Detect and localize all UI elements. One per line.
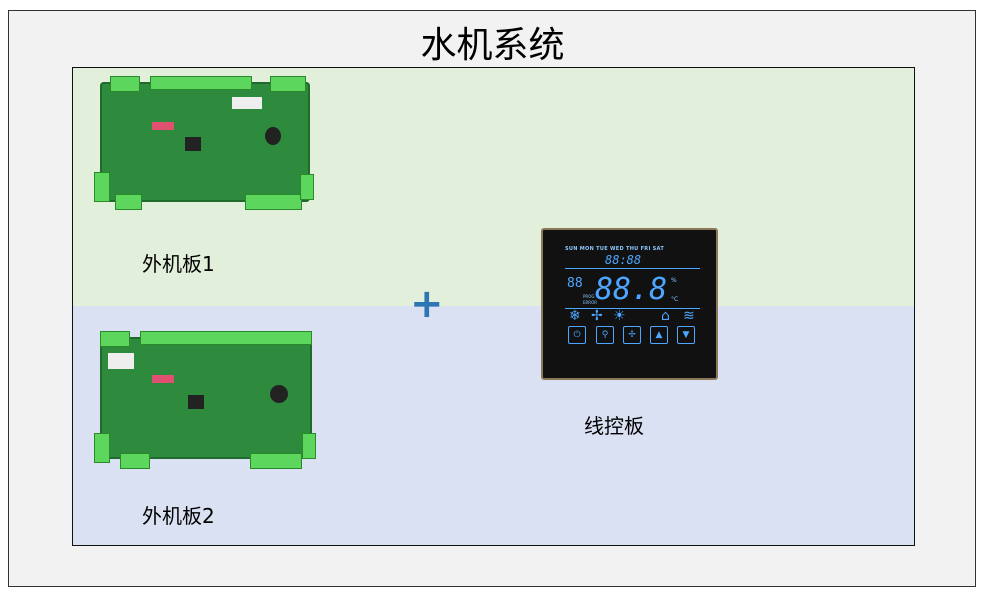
wired-controller-label: 线控板: [584, 414, 644, 438]
lcd-days: SUN MON TUE WED THU FRI SAT: [565, 246, 665, 252]
lcd-small-digits: 88: [567, 276, 583, 291]
sun-icon: ☀: [613, 308, 626, 324]
lcd-unit: °C: [671, 296, 679, 303]
down-button[interactable]: ▼: [677, 326, 695, 344]
lcd-error: ERROR: [583, 300, 598, 305]
lcd-percent: %: [671, 277, 677, 284]
plus-icon: +: [410, 281, 444, 327]
outdoor-board-2-image: [94, 331, 316, 469]
outdoor-board-1-label: 外机板1: [142, 252, 215, 276]
lcd-main-digits: 88.8: [595, 272, 668, 307]
outdoor-board-1-image: [94, 76, 314, 210]
up-button[interactable]: ▲: [650, 326, 668, 344]
power-button[interactable]: ⏻: [568, 326, 586, 344]
house-icon: ⌂: [661, 308, 670, 324]
lcd-prog: PROG: [583, 294, 595, 299]
fan-icon: ✢: [591, 308, 603, 324]
fan-button[interactable]: ✢: [623, 326, 641, 344]
wired-controller-image: SUN MON TUE WED THU FRI SAT 88:88 88 PRO…: [541, 228, 718, 380]
outdoor-board-2-label: 外机板2: [142, 504, 215, 528]
heat-icon: ≋: [683, 308, 695, 324]
search-button[interactable]: ⚲: [596, 326, 614, 344]
snowflake-icon: ❄: [569, 308, 581, 324]
diagram-title: 水机系统: [420, 25, 565, 66]
lcd-time: 88:88: [605, 253, 642, 267]
